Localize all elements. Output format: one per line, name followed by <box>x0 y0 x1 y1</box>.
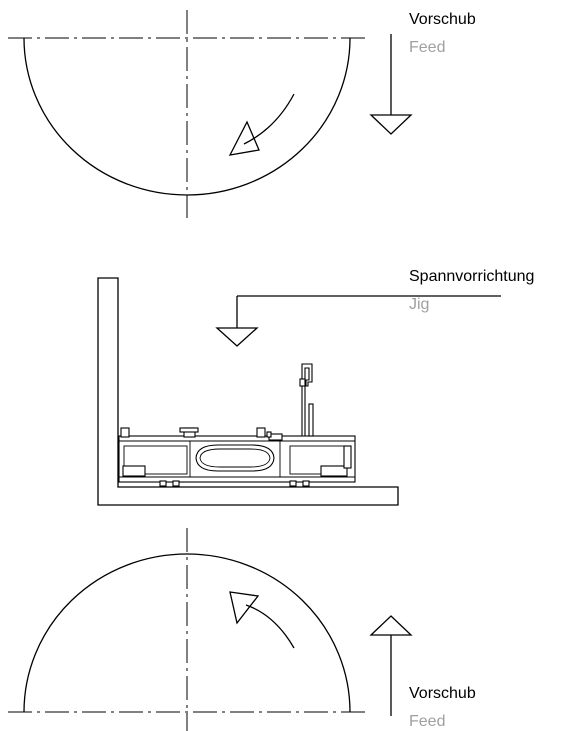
bottom-blade-arc <box>23 553 351 713</box>
top-feed-label: Vorschub <box>409 11 476 28</box>
jig-arrowhead <box>215 327 259 347</box>
bottom-feed-label: Vorschub <box>409 685 476 702</box>
bottom-feed-label-english: Feed <box>409 713 446 730</box>
jig-label-english: Jig <box>409 296 430 313</box>
jig-l-bracket <box>97 277 399 506</box>
top-blade-arc <box>23 37 351 196</box>
bottom-feed-arrowhead <box>369 615 413 636</box>
profile-left-chamber <box>123 445 188 475</box>
top-rotation-arrowhead <box>228 120 260 156</box>
bottom-feed-arrow <box>369 615 413 716</box>
jig-assembly <box>97 277 501 506</box>
bottom-rotation-arrowhead <box>229 591 260 625</box>
jig-label: Spannvorrichtung <box>409 268 535 285</box>
aluminium-profile <box>118 363 356 487</box>
top-rotation-arc <box>243 93 295 145</box>
top-feed-label-english: Feed <box>409 39 446 56</box>
bottom-rotation-arc <box>245 604 295 649</box>
top-feed-arrow <box>369 34 413 135</box>
top-saw-blade <box>8 10 370 218</box>
profile-middle-chamber <box>195 444 275 472</box>
top-feed-arrowhead <box>369 114 413 135</box>
bottom-saw-blade <box>8 528 370 731</box>
